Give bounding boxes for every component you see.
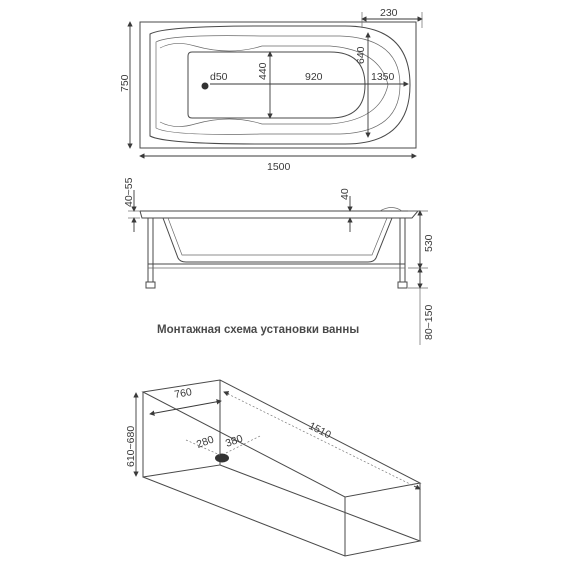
dim-1500: 1500: [267, 161, 291, 173]
dim-640: 640: [355, 46, 367, 64]
niche-floor-outline: [142, 464, 422, 557]
niche-left-wall: [142, 380, 221, 478]
tub-rim-contour: [149, 25, 411, 145]
dim-530: 530: [423, 234, 435, 252]
tub-body: [162, 217, 393, 263]
dim-380: 380: [224, 432, 245, 449]
dim-d50: d50: [210, 71, 228, 83]
drain-hole: [201, 82, 209, 90]
side-view: 40~55 40 530 80~150: [123, 177, 435, 345]
installation-scheme: 760 1510 610~680 280 380: [125, 379, 422, 557]
tub-basin: [187, 51, 366, 119]
dim-40-55: 40~55: [123, 177, 135, 207]
headrest-bump: [379, 207, 403, 212]
tub-armrest-curve-top: [159, 43, 389, 86]
dim-750: 750: [119, 74, 131, 92]
dim-1510: 1510: [307, 420, 333, 441]
tub-outline-rect: [139, 21, 417, 149]
tub-body-inner: [167, 217, 388, 256]
leg-foot-right: [397, 281, 408, 289]
dim-920: 920: [305, 71, 323, 83]
top-view: 230 750 1500 d50 920 1350 440 640: [119, 7, 423, 173]
dim-280: 280: [195, 433, 216, 450]
dim-1350: 1350: [371, 71, 395, 83]
rim-edge: [139, 210, 419, 219]
dim-760: 760: [173, 386, 192, 401]
install-scheme-title: Монтажная схема установки ванны: [157, 324, 359, 336]
dim-80-150: 80~150: [423, 305, 435, 340]
tub-rim-inner: [155, 35, 401, 135]
dim-230: 230: [380, 7, 398, 19]
drain-hole-floor: [215, 453, 229, 463]
dim-440: 440: [257, 62, 269, 80]
leg-foot-left: [145, 281, 156, 289]
tub-armrest-curve-bottom: [159, 84, 389, 127]
dim-610-680: 610~680: [125, 426, 137, 467]
dim-40: 40: [339, 188, 351, 200]
